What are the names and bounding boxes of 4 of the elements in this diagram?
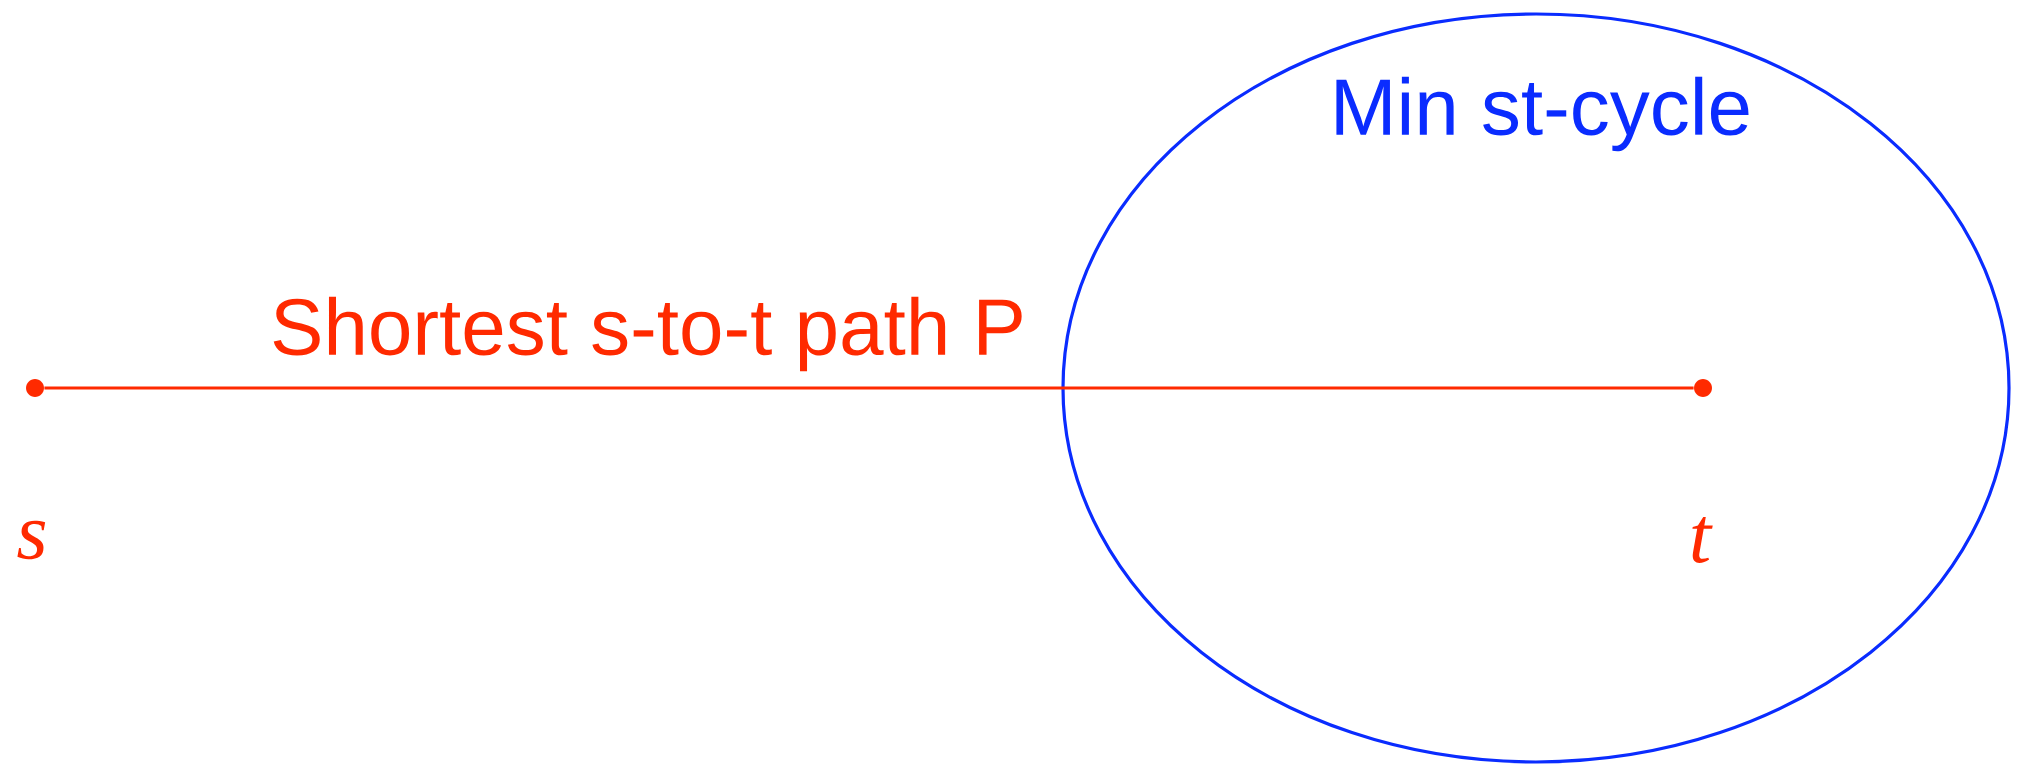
vertex-label: s [17,520,46,560]
vertex-label: t [1692,517,1713,563]
edge-label: Shortest s-to-t path P [273,296,1022,372]
path-line [44,386,1694,390]
